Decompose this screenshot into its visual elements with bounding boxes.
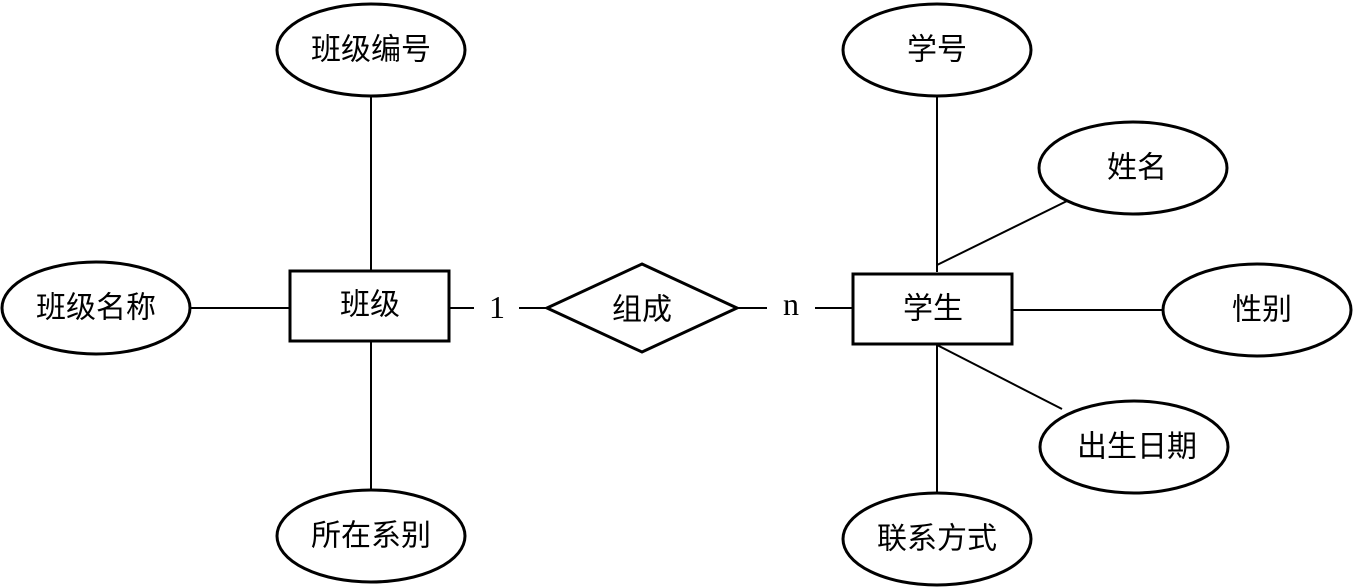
entity-label: 学生 bbox=[903, 292, 963, 327]
cardinality-class-side: 1 bbox=[489, 289, 505, 325]
student-attribute-contact: 联系方式 bbox=[841, 491, 1033, 587]
attribute-label: 姓名 bbox=[1107, 151, 1167, 186]
entity-label: 班级 bbox=[340, 288, 400, 323]
connector-lines bbox=[190, 96, 1163, 493]
attribute-label: 班级编号 bbox=[311, 33, 431, 68]
line-student-to-name bbox=[936, 199, 1070, 266]
attribute-label: 出生日期 bbox=[1077, 430, 1197, 465]
line-student-to-birth-date bbox=[936, 344, 1063, 410]
attribute-label: 学号 bbox=[907, 33, 967, 68]
student-attribute-student-id: 学号 bbox=[841, 2, 1033, 98]
class-attribute-class-id: 班级编号 bbox=[275, 2, 467, 98]
relationship-compose: 组成 bbox=[543, 262, 741, 354]
class-attribute-class-name: 班级名称 bbox=[0, 260, 192, 356]
student-entity: 学生 bbox=[851, 272, 1014, 346]
cardinality-student-side: n bbox=[783, 286, 799, 322]
student-attribute-name: 姓名 bbox=[1037, 120, 1229, 216]
attribute-label: 联系方式 bbox=[877, 522, 997, 557]
relationship-label: 组成 bbox=[612, 293, 672, 328]
student-attribute-birth-date: 出生日期 bbox=[1038, 399, 1230, 495]
attribute-label: 性别 bbox=[1232, 293, 1292, 328]
class-attribute-department: 所在系别 bbox=[275, 488, 467, 584]
attribute-label: 所在系别 bbox=[311, 519, 431, 554]
student-attribute-gender: 性别 bbox=[1161, 262, 1353, 358]
attribute-label: 班级名称 bbox=[36, 291, 156, 326]
class-entity: 班级 bbox=[288, 269, 451, 343]
